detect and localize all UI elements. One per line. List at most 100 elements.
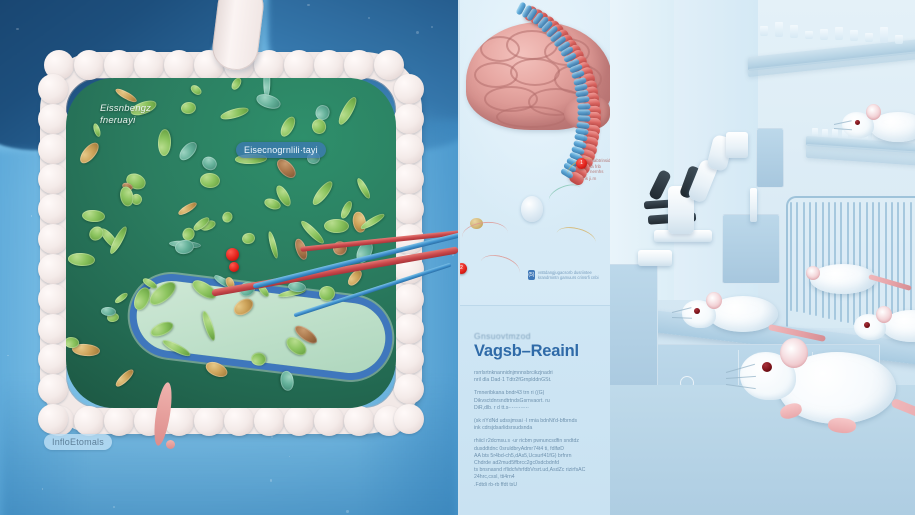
haustra-bead <box>38 374 68 404</box>
arm-mount-block <box>726 132 748 158</box>
dispenser-nozzle <box>750 188 757 222</box>
mouse-body <box>810 264 876 294</box>
bacterium <box>355 176 373 201</box>
hotspot-marker-red <box>226 248 239 261</box>
bacterium <box>202 359 230 381</box>
haustra-bead <box>394 164 424 194</box>
cage-bar <box>815 202 818 317</box>
haustra-bead <box>38 314 68 344</box>
speck <box>269 479 273 482</box>
speck <box>416 31 420 35</box>
speck <box>289 455 291 457</box>
callout-side-text: sfrik ji.rn <box>580 176 597 181</box>
haustra-bead <box>224 50 254 80</box>
haustra-bead <box>394 194 424 224</box>
cage-bar <box>840 202 843 322</box>
haustra-bead <box>394 314 424 344</box>
cage-bar <box>859 202 862 326</box>
cage-bar <box>821 202 824 318</box>
laboratory-mice-panel <box>610 0 915 515</box>
haustra-bead <box>284 50 314 80</box>
cage-bar <box>802 202 805 314</box>
bacterium <box>335 94 359 127</box>
haustra-bead <box>38 344 68 374</box>
bacteria-name-label: Eissnbengz fneruayi <box>100 103 151 127</box>
bacterium <box>309 117 329 136</box>
cage-bar <box>871 202 874 324</box>
bacterium <box>273 155 299 181</box>
bacteria-name-line1: Eissnbengz <box>100 103 152 114</box>
cage-bar <box>897 202 900 318</box>
caption-block: Gnsuovtmzod Vagsb–Reainl rsrrlsrtnknanni… <box>460 305 610 515</box>
bacterium <box>277 114 299 139</box>
reagent-vial <box>820 29 828 40</box>
speck <box>346 510 349 513</box>
caption-paragraph-1: rsrrlsrtnknannidnjmnnsbrcikzjnadri nril … <box>474 370 553 384</box>
bacterium <box>81 209 106 224</box>
vascular-marker-red <box>229 262 239 272</box>
haustra-bead <box>284 406 314 436</box>
equipment-housing <box>756 128 784 188</box>
reagent-vial <box>842 129 848 141</box>
callout-marker-1[interactable]: 1 <box>576 158 587 169</box>
haustra-bead <box>134 50 164 80</box>
cage-bar <box>796 202 799 312</box>
haustra-bead <box>38 194 68 224</box>
haustra-bead <box>394 74 424 104</box>
speck <box>430 25 433 28</box>
microbiome-chip: InfloEtomals <box>44 434 112 450</box>
bacterium <box>266 230 280 260</box>
reagent-vial <box>760 25 768 36</box>
bench-instrument <box>638 250 672 266</box>
haustra-bead <box>194 50 224 80</box>
bacterium <box>199 154 220 173</box>
caption-title: Vagsb–Reainl <box>474 342 579 360</box>
reagent-vial <box>835 26 843 41</box>
cage-bar <box>853 202 855 325</box>
mouse-eye <box>694 308 700 314</box>
haustra-bead <box>344 50 374 80</box>
bacterium <box>176 139 201 164</box>
reagent-vial <box>790 25 798 38</box>
haustra-bead <box>194 406 224 436</box>
gut-microbiome-panel: Eissnbengz fneruayi Eisecnogrnlili·tayi … <box>0 0 458 515</box>
bacteria-name-line2: fneruayi <box>100 115 136 126</box>
haustra-bead <box>314 50 344 80</box>
cage-bar <box>909 202 912 315</box>
speck <box>367 17 370 20</box>
reagent-vial <box>822 128 828 140</box>
haustra-bead <box>74 50 104 80</box>
haustra-bead <box>394 104 424 134</box>
speck <box>270 435 273 438</box>
speck <box>15 27 19 31</box>
haustra-bead <box>394 134 424 164</box>
bacterium <box>157 128 172 157</box>
haustra-bead <box>254 50 284 80</box>
reference-badge-symbol: (5) <box>528 270 535 280</box>
callout-marker-2[interactable]: 2 <box>460 263 467 274</box>
nodose-ganglion <box>521 196 543 222</box>
haustra-bead <box>38 164 68 194</box>
bacterium <box>309 177 336 208</box>
reagent-vial <box>872 131 878 143</box>
cage-bar <box>890 202 893 319</box>
reagent-vial <box>865 32 873 43</box>
caption-paragraph-2: Tmneribkana bndr43 trn ri ((G) Dikvsctdn… <box>474 390 550 411</box>
reagent-vial <box>850 29 858 42</box>
cage-bar <box>790 202 792 311</box>
haustra-bead <box>38 254 68 284</box>
haustra-bead <box>38 284 68 314</box>
haustra-bead <box>394 374 424 404</box>
equipment-base <box>722 214 780 284</box>
haustra-bead <box>374 50 404 80</box>
bacterium <box>219 105 250 122</box>
haustra-bead <box>38 74 68 104</box>
bacterium <box>199 172 221 189</box>
mouse-eye <box>762 362 772 372</box>
bacterium <box>86 223 107 244</box>
haustra-bead <box>394 344 424 374</box>
bacterium <box>188 83 204 98</box>
brain-vagus-panel: 1 rnabtrinsiden fa frib nernhs sfrik ji.… <box>458 0 610 515</box>
speck <box>113 506 115 508</box>
